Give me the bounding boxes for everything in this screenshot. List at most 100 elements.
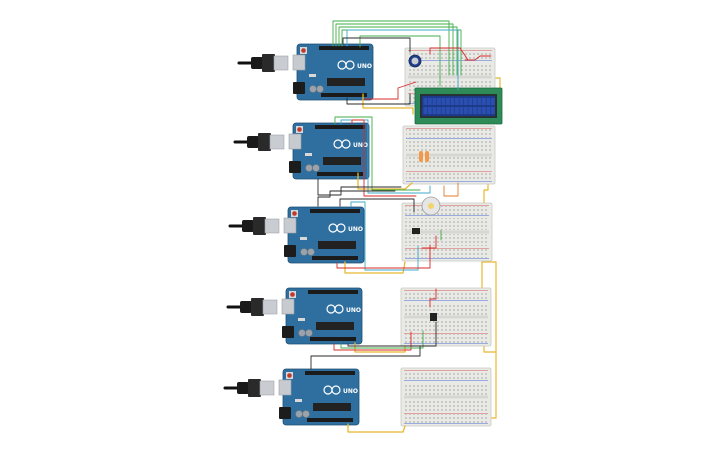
wire: [429, 47, 469, 61]
capacitor: [300, 248, 308, 256]
potentiometer: [408, 54, 422, 68]
ic-sensor: [412, 228, 420, 234]
usb-port: [288, 133, 302, 150]
analog-header: [312, 256, 358, 260]
wire: [421, 235, 437, 249]
ic-sensor: [430, 313, 437, 321]
motor-shaft: [428, 203, 434, 209]
terminal-strip-bottom: [404, 319, 488, 331]
mcu-chip: [323, 157, 361, 165]
logo-ring: [345, 60, 355, 70]
dc-motor: [421, 196, 441, 216]
terminal-strip-top: [404, 303, 488, 315]
lcd-cell: [437, 98, 441, 105]
usb-plug: [242, 220, 254, 232]
capacitor: [305, 164, 313, 172]
digital-header: [315, 125, 365, 129]
power-rail-top: [406, 129, 492, 138]
board-label: UNO: [343, 388, 358, 395]
power-jack: [289, 161, 301, 173]
usb-plug-body: [248, 379, 261, 397]
lcd-cell: [423, 107, 428, 114]
lcd-cell: [450, 98, 455, 105]
logo-ring: [336, 223, 346, 233]
arduino-board: UNO: [237, 43, 374, 101]
logo-ring: [331, 385, 341, 395]
usb-port: [283, 217, 297, 234]
usb-connector: [273, 55, 289, 71]
terminal-strip-bottom: [406, 157, 492, 169]
wire: [350, 201, 419, 271]
analog-header: [317, 172, 363, 176]
lcd-cell: [423, 98, 428, 105]
wire: [336, 244, 431, 269]
analog-header: [307, 418, 353, 422]
wire: [347, 321, 437, 347]
lcd-cell: [473, 98, 477, 105]
analog-header: [321, 93, 367, 97]
reset-button: [292, 211, 297, 216]
power-jack: [284, 245, 296, 257]
wire: [464, 55, 492, 61]
wire: [344, 261, 406, 274]
board-pcb: [282, 368, 360, 426]
lcd-cell: [482, 107, 486, 114]
wire: [340, 119, 431, 194]
wire: [317, 178, 402, 196]
lcd-cell: [455, 98, 459, 105]
usb-connector: [259, 380, 275, 396]
lcd-cell: [468, 107, 473, 114]
led-icon: [419, 151, 423, 162]
usb-plug-body: [251, 298, 264, 316]
terminal-strip-top: [408, 63, 492, 75]
wire: [357, 172, 413, 190]
usb-plug: [251, 57, 263, 69]
capacitor: [295, 410, 303, 418]
wire: [333, 331, 412, 351]
reset-button: [297, 127, 302, 132]
power-rail-bottom: [406, 172, 492, 181]
pot-knob: [411, 57, 419, 65]
usb-connector: [262, 299, 278, 315]
capacitor: [309, 85, 317, 93]
lcd-cell: [432, 98, 437, 105]
wire: [354, 342, 406, 353]
usb-plug-body: [258, 133, 271, 151]
capacitor: [298, 329, 306, 337]
lcd-cell: [428, 98, 432, 105]
arduino-board: UNO: [226, 287, 363, 345]
logo-ring: [341, 139, 351, 149]
capacitor: [316, 85, 324, 93]
usb-plug-body: [253, 217, 266, 235]
wire: [334, 116, 421, 191]
usb-plug: [240, 301, 252, 313]
terminal-strip-top: [406, 141, 492, 153]
led-icon: [425, 151, 429, 162]
lcd-cell: [441, 107, 446, 114]
usb-connector: [269, 134, 285, 150]
usb-plug: [237, 382, 249, 394]
usb-plug: [247, 136, 259, 148]
mcu-chip: [318, 241, 356, 249]
lcd-cell: [464, 98, 468, 105]
mcu-chip: [313, 403, 351, 411]
power-rail-bottom: [404, 334, 488, 343]
center-gap: [408, 75, 492, 79]
lcd-cell: [486, 107, 491, 114]
lcd-display: [414, 87, 503, 125]
usb-plug-body: [262, 54, 275, 72]
lcd-cell: [455, 107, 459, 114]
power-jack: [279, 407, 291, 419]
breadboard: [401, 202, 493, 262]
breadboard: [400, 287, 492, 347]
power-rail-top: [404, 291, 488, 300]
lcd-cell: [477, 98, 482, 105]
power-rail-top: [405, 206, 489, 215]
terminal-strip-bottom: [405, 234, 489, 246]
board-pcb: [296, 43, 374, 101]
capacitor: [302, 410, 310, 418]
logo-ring: [334, 304, 344, 314]
digital-header: [305, 371, 355, 375]
usb-port: [292, 54, 306, 71]
